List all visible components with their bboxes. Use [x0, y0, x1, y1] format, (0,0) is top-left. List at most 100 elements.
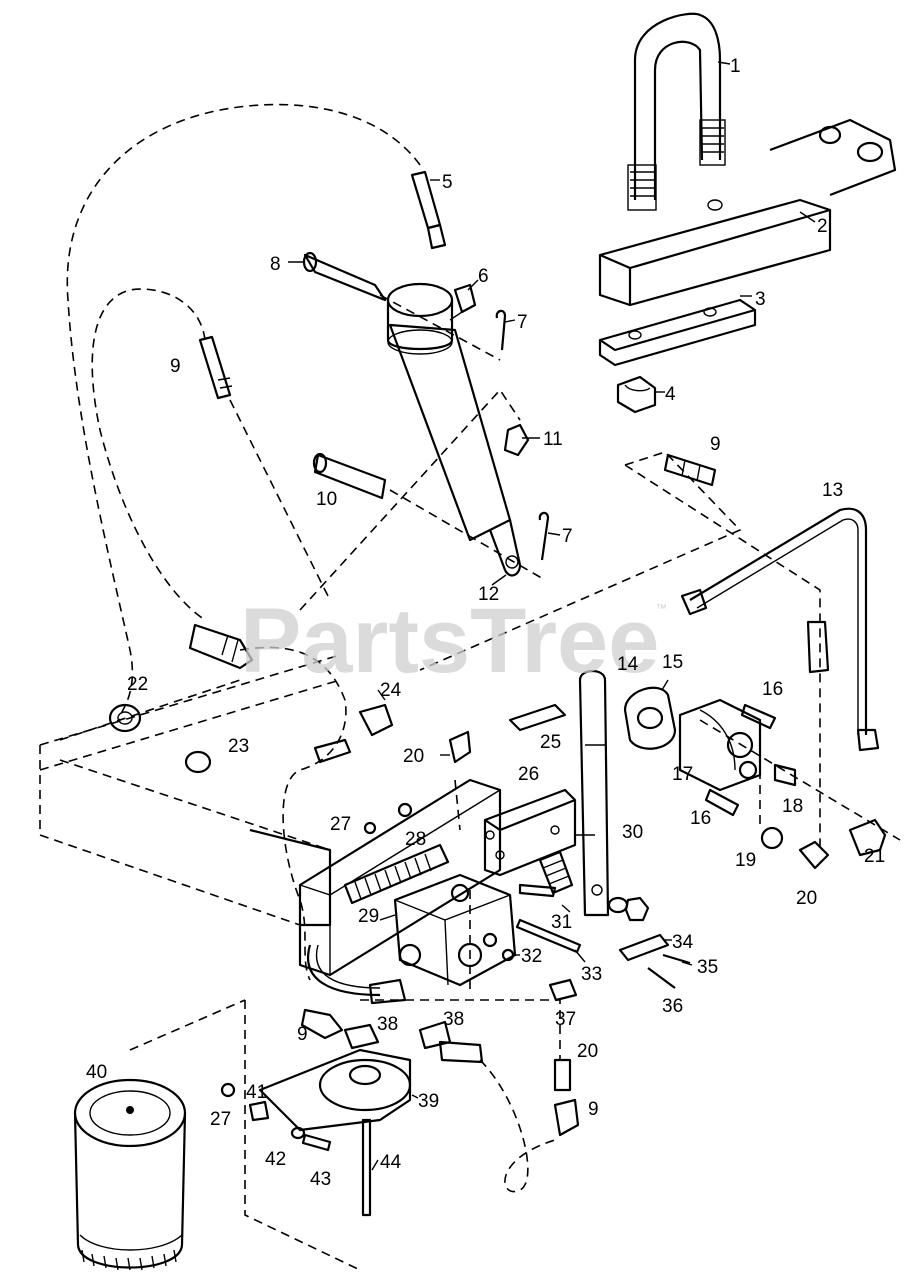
callout-9-hose-left: 9: [170, 356, 181, 377]
callout-29: 29: [358, 906, 379, 927]
line-path-right: [419, 451, 821, 850]
tee-24: [358, 703, 394, 737]
callout-23: 23: [228, 736, 249, 757]
u-bolt: [627, 12, 726, 211]
callout-27-upper: 27: [330, 814, 351, 835]
spacer-plate: [598, 298, 757, 367]
callout-4: 4: [665, 384, 676, 405]
lift-cylinder: [386, 282, 522, 577]
callout-28: 28: [405, 829, 426, 850]
callout-20-lower: 20: [577, 1041, 598, 1062]
bolt-31: [518, 883, 557, 898]
callout-32: 32: [521, 946, 542, 967]
callout-38-left: 38: [377, 1014, 398, 1035]
filter-outline-path: [129, 999, 561, 1271]
hose-end-9-left: [188, 623, 254, 670]
fitting-near-24: [313, 738, 352, 764]
nut-41: [248, 1100, 270, 1122]
tee-21: [848, 818, 887, 857]
control-valve: [393, 873, 517, 987]
gasket: [623, 686, 677, 750]
callout-35: 35: [697, 957, 718, 978]
callout-7-lower: 7: [562, 526, 573, 547]
callout-18: 18: [782, 796, 803, 817]
callout-37: 37: [555, 1009, 576, 1030]
fitting-path-right: [699, 719, 901, 841]
callout-9-lower-right: 9: [588, 1099, 599, 1120]
washer-nut-30: [607, 896, 650, 922]
hose-loop-outer: [66, 103, 421, 721]
callout-19: 19: [735, 850, 756, 871]
cylinder-pin-upper: [288, 251, 387, 302]
callout-38-right: 38: [443, 1009, 464, 1030]
hose-loop-inner: [91, 288, 206, 621]
callout-44: 44: [380, 1152, 402, 1173]
watermark-trademark: ™: [656, 603, 667, 615]
callout-39: 39: [418, 1091, 439, 1112]
fitting-near-13: [806, 620, 830, 674]
nut-32: [501, 948, 515, 962]
drawbar: [598, 118, 897, 307]
elbow-20-right: [798, 840, 830, 870]
clip-34: [618, 933, 670, 962]
callout-10: 10: [316, 489, 337, 510]
washer-42: [290, 1126, 306, 1140]
hose-end-9b: [663, 453, 717, 487]
leader-lines: [371, 61, 816, 1171]
callout-16-upper: 16: [762, 679, 783, 700]
callout-7-upper: 7: [517, 312, 528, 333]
callout-30: 30: [622, 822, 643, 843]
nut-27-upper: [363, 821, 377, 835]
callout-21: 21: [864, 846, 885, 867]
hose-fitting-upper: [410, 170, 447, 250]
callout-16-lower: 16: [690, 808, 711, 829]
callout-14: 14: [617, 654, 639, 675]
cylinder-pin-lower: [312, 452, 387, 500]
fitting-38-right: [418, 1020, 484, 1064]
elbow-fitting-6: [449, 283, 477, 321]
callout-11: 11: [543, 429, 563, 450]
callout-20-right: 20: [796, 888, 817, 909]
callout-24: 24: [380, 680, 402, 701]
callout-9-hose-right: 9: [710, 434, 721, 455]
hose-end-9a: [198, 335, 233, 400]
callout-2: 2: [817, 216, 828, 237]
hydraulic-pump: [678, 698, 762, 792]
callout-1: 1: [730, 56, 741, 77]
callout-6: 6: [478, 266, 489, 287]
callout-36: 36: [662, 996, 683, 1017]
tractor-frame-rail: [39, 654, 341, 927]
callout-42: 42: [265, 1149, 286, 1170]
callout-34: 34: [672, 932, 694, 953]
steel-hydraulic-line: [680, 507, 880, 752]
callout-33: 33: [581, 964, 602, 985]
callout-3: 3: [755, 289, 766, 310]
pin-36: [647, 967, 676, 989]
bolt-16-upper: [740, 703, 777, 730]
hose-end-9-right: [553, 1098, 580, 1137]
nut-27-lower: [220, 1082, 236, 1098]
callout-5: 5: [442, 172, 453, 193]
callout-43: 43: [310, 1169, 331, 1190]
bolt-43: [301, 1133, 332, 1152]
callout-25: 25: [540, 732, 561, 753]
return-hose-path: [479, 1059, 556, 1193]
fitting-38-left: [343, 1023, 380, 1050]
spring-small: [538, 850, 574, 895]
callout-31: 31: [551, 912, 572, 933]
elbow-fitting-11: [503, 423, 530, 457]
oil-filter: [73, 1078, 187, 1271]
plug-19: [760, 826, 784, 850]
hose-path-cylinder: [229, 388, 521, 611]
cotter-pin-lower: [538, 511, 550, 561]
hose-end-9-lower: [300, 1008, 344, 1040]
grommet-22: [108, 703, 142, 733]
callout-15: 15: [662, 652, 683, 673]
callout-40: 40: [86, 1062, 107, 1083]
callout-27-lower: 27: [210, 1109, 231, 1130]
callout-8: 8: [270, 254, 281, 275]
bracket-26: [483, 788, 577, 877]
bolt-16-lower: [704, 788, 740, 817]
callout-13: 13: [822, 480, 843, 501]
callout-12: 12: [478, 584, 499, 605]
